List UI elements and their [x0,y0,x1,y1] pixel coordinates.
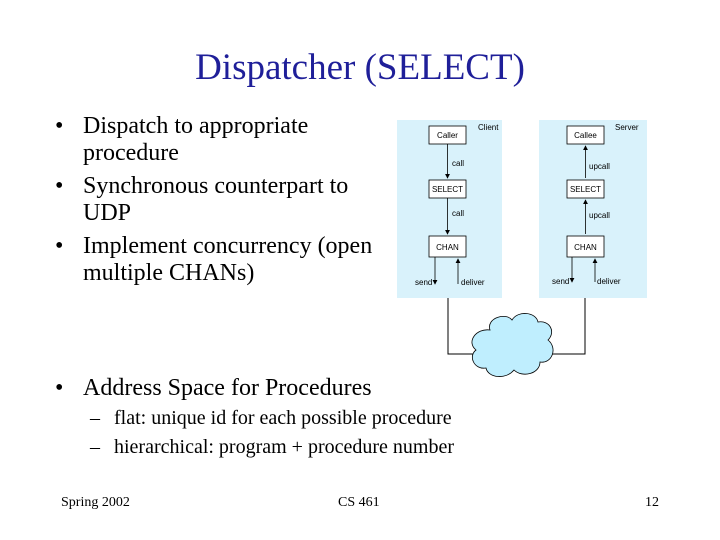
dash-mark: – [90,436,100,458]
client-send-label: send [415,278,432,287]
bullet-dot: • [55,173,64,199]
caller-label: Caller [437,131,458,140]
address-space-bullet: • Address Space for Procedures [55,373,372,403]
footer-course: CS 461 [338,495,380,510]
client-panel [397,120,502,298]
bullet-item: • Implement concurrency (open multiple CH… [55,233,385,287]
rpc-stack-diagram: Client Caller call SELECT call CHAN send… [397,120,647,377]
network-cloud [471,313,554,377]
callee-box [566,125,605,145]
bullet-dot: • [55,113,64,139]
client-chan-label: CHAN [436,243,459,252]
client-call-label-2: call [452,209,464,218]
footer-date: Spring 2002 [61,495,130,510]
slide-title: Dispatcher (SELECT) [195,47,525,88]
bullet-text: Synchronous counterpart to UDP [83,173,349,226]
client-deliver-label: deliver [461,278,485,287]
server-upcall-label-2: upcall [589,211,610,220]
sub-bullet-hierarchical: –hierarchical: program + procedure numbe… [90,435,454,459]
server-select-box [566,179,605,199]
client-label: Client [478,123,499,132]
client-select-label: SELECT [432,185,463,194]
server-panel [539,120,647,298]
server-send-label: send [552,277,569,286]
bullet-dot: • [55,233,64,259]
bullet-list: • Dispatch to appropriate procedure • Sync… [55,113,385,293]
footer-page-number: 12 [645,495,659,510]
server-deliver-label: deliver [597,277,621,286]
bullet-item: • Synchronous counterpart to UDP [55,173,385,227]
client-wire [447,298,482,355]
client-call-label-1: call [452,159,464,168]
sub-bullet-text: flat: unique id for each possible proced… [114,407,452,429]
client-chan-box [428,235,467,258]
dash-mark: – [90,407,100,429]
server-wire [550,298,586,355]
bullet-text: Dispatch to appropriate procedure [83,113,309,166]
sub-bullet-flat: –flat: unique id for each possible proce… [90,406,452,430]
bullet-text: Address Space for Procedures [83,375,372,401]
sub-bullet-text: hierarchical: program + procedure number [114,436,455,458]
callee-label: Callee [574,131,597,140]
server-label: Server [615,123,639,132]
bullet-dot: • [55,375,64,401]
server-upcall-label-1: upcall [589,162,610,171]
bullet-item: • Dispatch to appropriate procedure [55,113,385,167]
server-chan-label: CHAN [574,243,597,252]
server-select-label: SELECT [570,185,601,194]
server-chan-box [566,235,605,258]
bullet-text: Implement concurrency (open multiple CHA… [83,233,373,286]
